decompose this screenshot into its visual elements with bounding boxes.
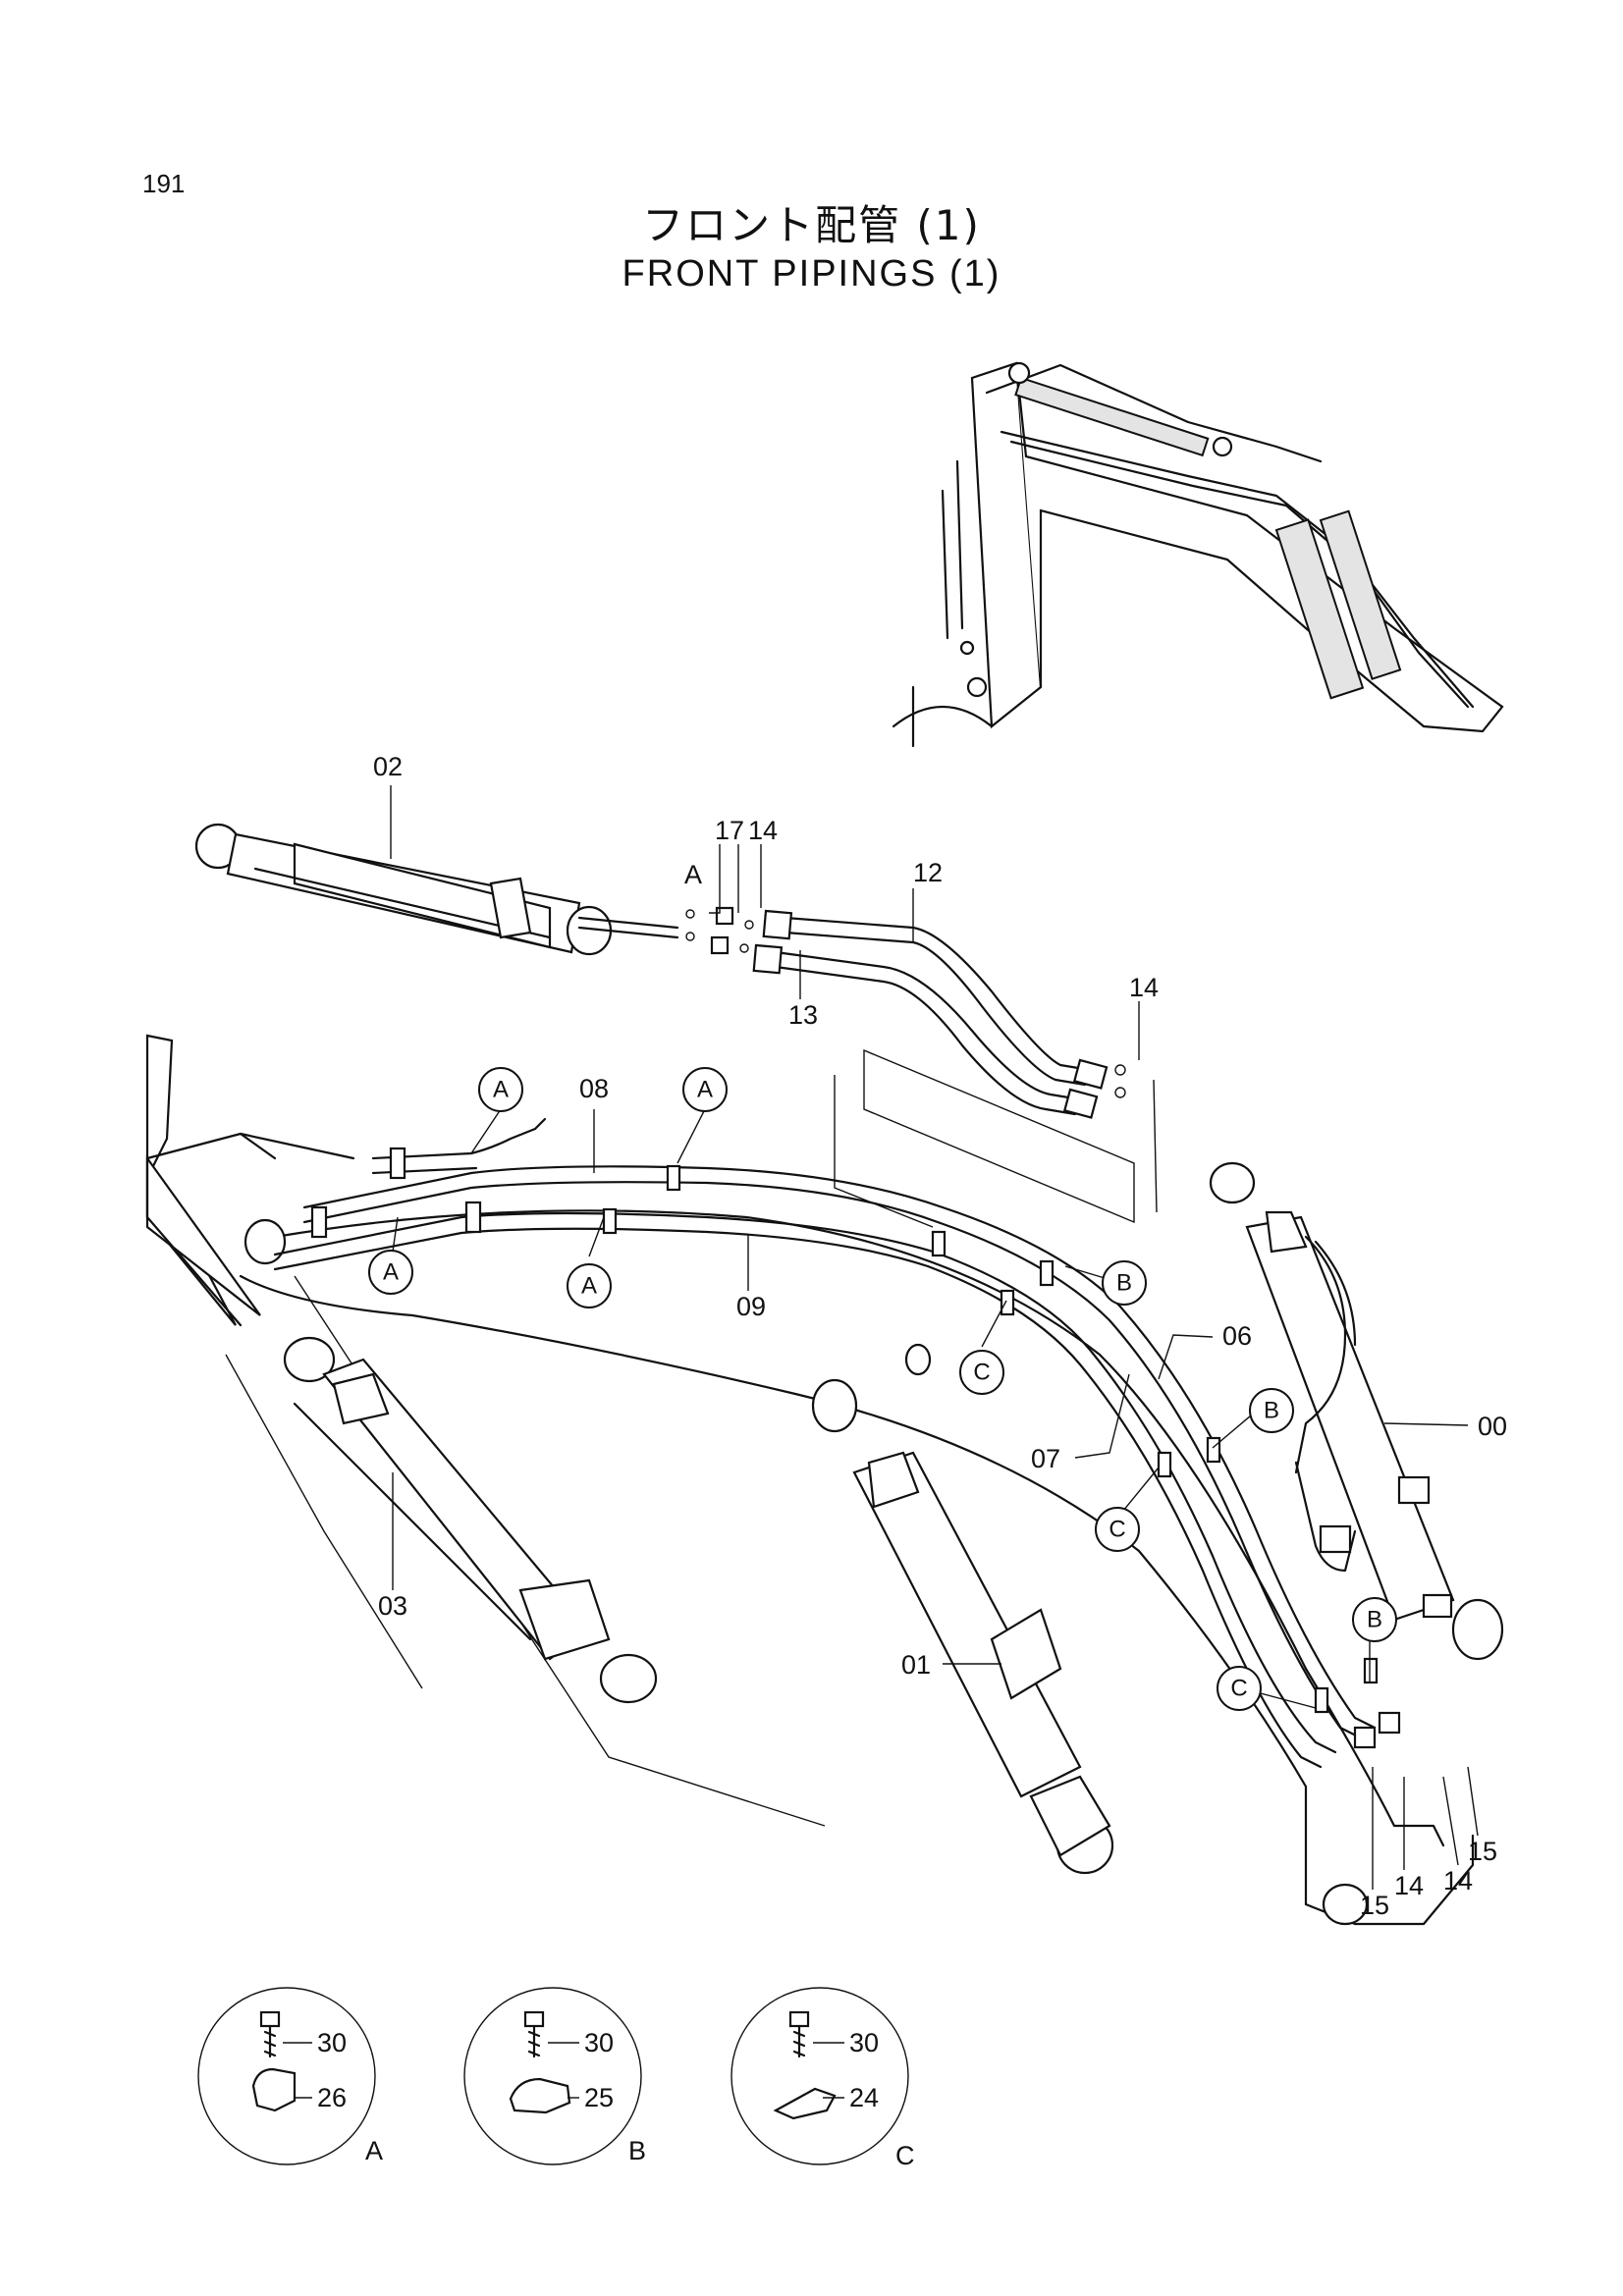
overview-boom-arm-illustration xyxy=(892,361,1504,748)
callout-c-2: C xyxy=(1095,1507,1140,1552)
main-boom-illustration xyxy=(145,1034,1475,1926)
cylinder-03-illustration xyxy=(283,1336,658,1704)
svg-text:B: B xyxy=(1116,1270,1132,1297)
hoses-12-13-illustration xyxy=(685,906,1158,1213)
clamp-26-icon xyxy=(251,2067,297,2112)
detail-view-b: 30 25 B xyxy=(463,1987,646,2165)
part-label-12: 12 xyxy=(913,858,943,887)
part-label-14-right: 14 xyxy=(1129,973,1159,1002)
part-label-14-top: 14 xyxy=(748,816,778,845)
svg-text:B: B xyxy=(1264,1398,1279,1424)
svg-text:C: C xyxy=(973,1360,990,1386)
clamp-markers xyxy=(602,1164,1401,1749)
callout-a-1: A xyxy=(478,1067,523,1112)
detail-c-clamp-label: 24 xyxy=(849,2083,879,2112)
cylinder-00-illustration xyxy=(1209,1161,1504,1661)
callout-a-4: A xyxy=(567,1263,612,1308)
bolt-30-icon xyxy=(523,2010,545,2028)
callout-c-1: C xyxy=(959,1350,1004,1395)
callout-b-2: B xyxy=(1249,1388,1294,1433)
page-number: 191 xyxy=(142,169,186,198)
part-label-03: 03 xyxy=(378,1591,407,1621)
leader-box xyxy=(834,1048,1135,1228)
svg-text:A: A xyxy=(493,1077,509,1103)
part-label-07: 07 xyxy=(1031,1444,1060,1473)
bolt-30-icon xyxy=(788,2010,810,2028)
detail-a-bolt-label: 30 xyxy=(317,2028,347,2057)
svg-text:A: A xyxy=(581,1273,597,1300)
clamp-25-icon xyxy=(509,2077,571,2114)
part-label-15-right: 15 xyxy=(1468,1837,1497,1866)
part-label-08: 08 xyxy=(579,1074,609,1103)
svg-text:C: C xyxy=(1109,1517,1125,1543)
callout-a-3: A xyxy=(368,1250,413,1295)
detail-c-bolt-label: 30 xyxy=(849,2028,879,2057)
svg-text:A: A xyxy=(697,1077,713,1103)
cylinder-01-illustration xyxy=(811,1343,1114,1875)
cylinder-02-illustration xyxy=(194,823,679,956)
svg-text:C: C xyxy=(1230,1676,1247,1702)
part-label-13: 13 xyxy=(788,1000,818,1030)
callout-b-3: B xyxy=(1352,1597,1397,1642)
part-label-14-bottom-left: 14 xyxy=(1394,1871,1424,1900)
bolt-30-icon xyxy=(259,2010,281,2028)
detail-view-c: 30 24 C xyxy=(730,1987,915,2170)
part-label-06: 06 xyxy=(1222,1321,1252,1351)
title-japanese: フロント配管 (1) xyxy=(642,201,981,249)
detail-b-bolt-label: 30 xyxy=(584,2028,614,2057)
part-label-01: 01 xyxy=(901,1650,931,1680)
part-label-17: 17 xyxy=(715,816,744,845)
detail-a-view-label: A xyxy=(365,2136,383,2165)
detail-a-clamp-label: 26 xyxy=(317,2083,347,2112)
detail-b-view-label: B xyxy=(628,2136,646,2165)
part-label-00: 00 xyxy=(1478,1412,1507,1441)
svg-text:A: A xyxy=(383,1259,399,1286)
callout-c-3: C xyxy=(1217,1666,1262,1711)
title-english: FRONT PIPINGS (1) xyxy=(622,253,1001,294)
part-label-09: 09 xyxy=(736,1292,766,1321)
callout-a-2: A xyxy=(682,1067,728,1112)
part-label-02: 02 xyxy=(373,752,403,781)
callout-b-1: B xyxy=(1102,1260,1147,1306)
svg-text:B: B xyxy=(1367,1607,1382,1633)
detail-c-view-label: C xyxy=(895,2141,915,2170)
detail-view-a: 30 26 A xyxy=(197,1987,383,2165)
part-label-a-port: A xyxy=(684,860,702,889)
leader-lines xyxy=(390,785,1479,1890)
clamp-24-icon xyxy=(773,2087,837,2120)
detail-b-clamp-label: 25 xyxy=(584,2083,614,2112)
part-label-14-bottom-right: 14 xyxy=(1443,1866,1473,1896)
part-label-15-left: 15 xyxy=(1360,1891,1389,1920)
